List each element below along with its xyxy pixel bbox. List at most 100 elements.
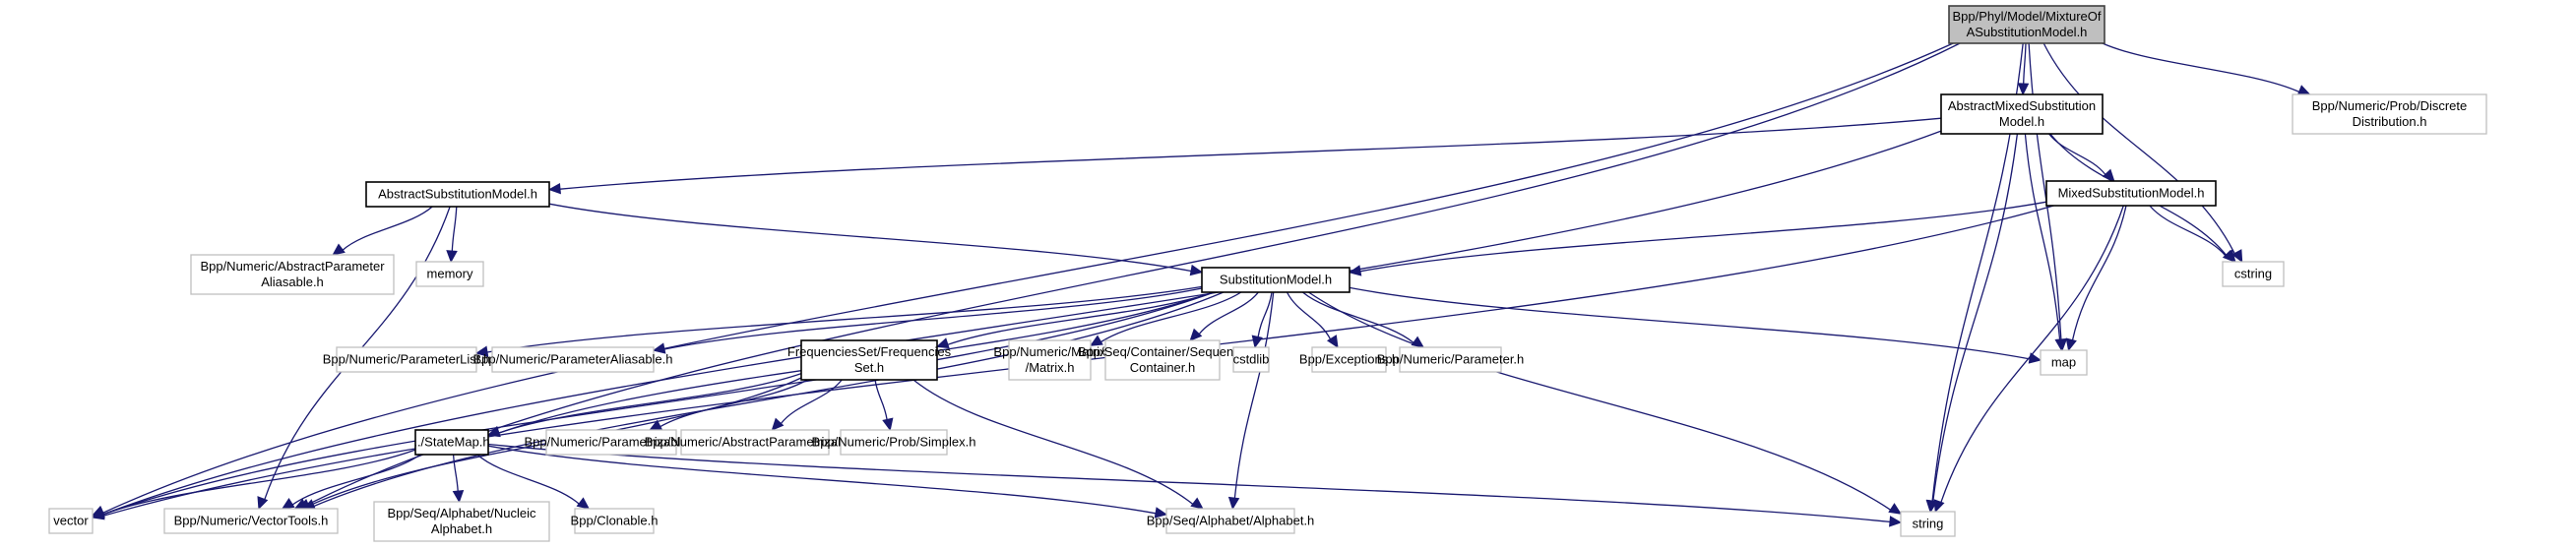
edge-line <box>451 206 458 252</box>
node-string: string <box>1900 511 1956 537</box>
node-root[interactable]: Bpp/Phyl/Model/MixtureOfASubstitutionMod… <box>1948 5 2105 44</box>
edge-line <box>102 42 1954 514</box>
node-freqset[interactable]: FrequenciesSet/FrequenciesSet.h <box>787 339 952 381</box>
edge-line <box>2048 133 2106 175</box>
node-label: memory <box>427 267 473 281</box>
edge-line <box>1932 133 2019 502</box>
arrowhead-icon <box>2065 337 2077 352</box>
edge-statemap-to-vector <box>91 449 416 519</box>
arrowhead-icon <box>257 496 269 511</box>
edge-mixedsubst-to-map <box>2065 205 2127 352</box>
edge-line <box>663 287 1203 350</box>
arrowhead-icon <box>1933 499 1945 514</box>
arrowhead-icon <box>1154 507 1168 519</box>
node-label: Container.h <box>1130 360 1196 375</box>
edge-abstractmixed-to-string <box>1926 133 2019 514</box>
edge-line <box>2042 42 2235 255</box>
node-box[interactable] <box>365 181 550 208</box>
edge-line <box>1198 291 1259 336</box>
edge-line <box>291 454 421 506</box>
edge-line <box>912 379 1194 506</box>
node-label: vector <box>53 514 89 528</box>
arrowhead-icon <box>446 250 458 264</box>
arrowhead-icon <box>332 243 346 256</box>
edge-freqset-to-alphabet <box>912 379 1204 510</box>
arrowhead-icon <box>452 490 465 504</box>
node-matrix: Bpp/Numeric/Matrix/Matrix.h <box>993 339 1106 381</box>
node-box[interactable] <box>414 429 489 456</box>
node-label: cstdlib <box>1233 352 1270 367</box>
edge-freqset-to-parametrizable <box>649 379 808 431</box>
edge-line <box>1349 286 2031 360</box>
node-label: Bpp/Numeric/Matrix <box>993 344 1106 359</box>
arrowhead-icon <box>2222 249 2235 263</box>
node-box <box>2292 93 2487 135</box>
edge-line <box>1359 201 2047 273</box>
node-box <box>415 261 484 287</box>
node-simplex: Bpp/Numeric/Prob/Simplex.h <box>812 429 976 456</box>
edge-root-to-cstring <box>2042 42 2243 264</box>
node-box <box>1900 511 1956 537</box>
node-box <box>163 508 339 534</box>
edge-line <box>1257 291 1273 337</box>
node-box[interactable] <box>2045 180 2217 207</box>
node-box <box>1399 346 1502 373</box>
node-label: Bpp/Numeric/Prob/Simplex.h <box>812 435 976 450</box>
edge-freqset-to-statemap <box>486 372 802 438</box>
edge-freqset-to-simplex <box>874 379 894 432</box>
arrowhead-icon <box>2296 85 2311 96</box>
node-label: string <box>1913 517 1944 531</box>
arrowhead-icon <box>281 497 295 510</box>
node-box <box>574 508 655 534</box>
edge-statemap-to-alphabet <box>487 445 1168 519</box>
node-box[interactable] <box>1201 267 1351 293</box>
edge-substmodel-to-paramaliasable <box>652 287 1203 354</box>
node-box <box>1311 346 1387 373</box>
node-label: Bpp/Numeric/Parametrizable.h <box>524 435 698 450</box>
edge-line <box>874 379 888 420</box>
node-label: Bpp/Exceptions.h <box>1299 352 1399 367</box>
edge-root-to-discrete <box>2102 42 2311 96</box>
node-box <box>545 429 677 456</box>
node-abstractsubst[interactable]: AbstractSubstitutionModel.h <box>365 181 550 208</box>
node-label: MixedSubstitutionModel.h <box>2058 186 2205 201</box>
node-box <box>1165 508 1295 534</box>
edge-line <box>305 42 1961 507</box>
arrowhead-icon <box>474 345 489 357</box>
node-parametrizable: Bpp/Numeric/Parametrizable.h <box>524 429 699 456</box>
node-box[interactable] <box>1948 5 2105 44</box>
edge-line <box>1233 291 1275 499</box>
arrowhead-icon <box>1251 335 1263 349</box>
arrowhead-icon <box>1348 265 1362 276</box>
node-box <box>491 346 655 373</box>
node-box[interactable] <box>800 339 938 381</box>
node-label: AbstractMixedSubstitution <box>1948 98 2096 113</box>
node-label: Bpp/Seq/Container/Sequence <box>1078 344 1247 359</box>
node-clonable: Bpp/Clonable.h <box>571 508 658 534</box>
edge-line <box>102 291 1215 516</box>
arrowhead-icon <box>91 507 105 519</box>
node-box <box>1008 339 1092 381</box>
node-box <box>190 254 395 295</box>
arrowhead-icon <box>1227 496 1240 511</box>
arrowhead-icon <box>1888 503 1903 515</box>
edge-line <box>342 206 433 251</box>
node-label: FrequenciesSet/Frequencies <box>787 344 952 359</box>
node-alphabet: Bpp/Seq/Alphabet/Alphabet.h <box>1147 508 1314 534</box>
edge-line <box>102 130 1942 516</box>
node-substmodel[interactable]: SubstitutionModel.h <box>1201 267 1351 293</box>
arrowhead-icon <box>486 426 501 438</box>
node-mixedsubst[interactable]: MixedSubstitutionModel.h <box>2045 180 2217 207</box>
node-paramaliasable: Bpp/Numeric/ParameterAliasable.h <box>472 346 673 373</box>
arrowhead-icon <box>882 417 894 432</box>
edge-line <box>559 117 1942 190</box>
edge-substmodel-to-seqcontainer <box>1189 291 1259 341</box>
node-statemap[interactable]: ../StateMap.h <box>413 429 490 456</box>
edge-line <box>1308 291 1892 511</box>
edge-substmodel-to-freqset <box>935 291 1214 349</box>
node-label: map <box>2051 355 2076 370</box>
node-box[interactable] <box>1940 93 2104 135</box>
edge-substmodel-to-cstdlib <box>1251 291 1273 349</box>
node-label: /Matrix.h <box>1026 360 1075 375</box>
